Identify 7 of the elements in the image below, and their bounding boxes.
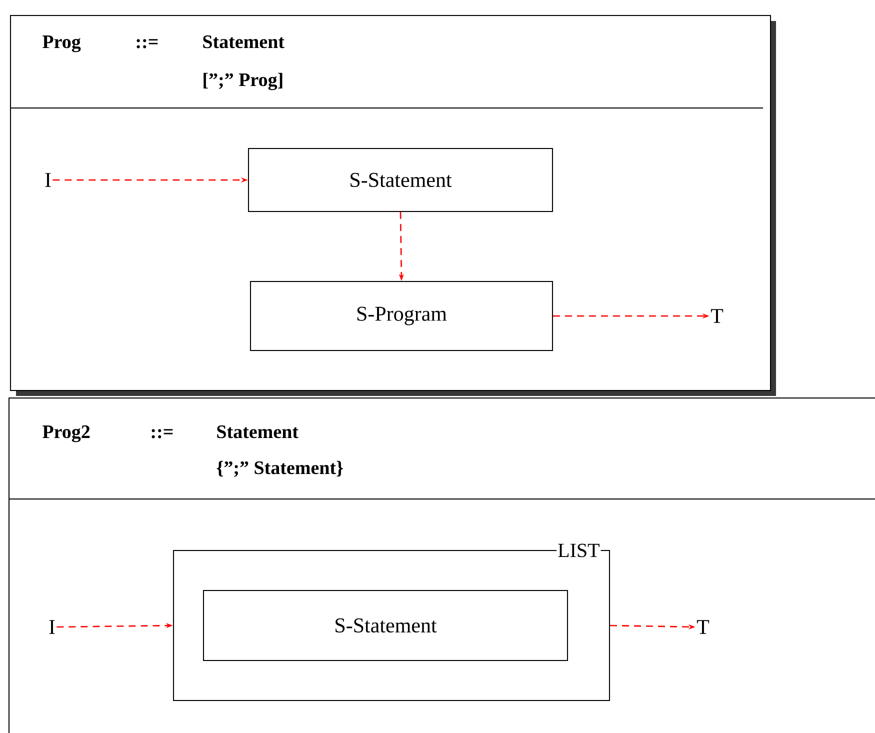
terminal-label: I bbox=[45, 173, 51, 187]
terminal-label: T bbox=[696, 620, 710, 634]
process-box: S-Statement bbox=[203, 590, 568, 661]
terminal-label: I bbox=[49, 620, 55, 634]
process-box: S-Program bbox=[250, 281, 553, 351]
terminal-label: T bbox=[710, 309, 724, 323]
process-box: S-Statement bbox=[248, 148, 553, 212]
